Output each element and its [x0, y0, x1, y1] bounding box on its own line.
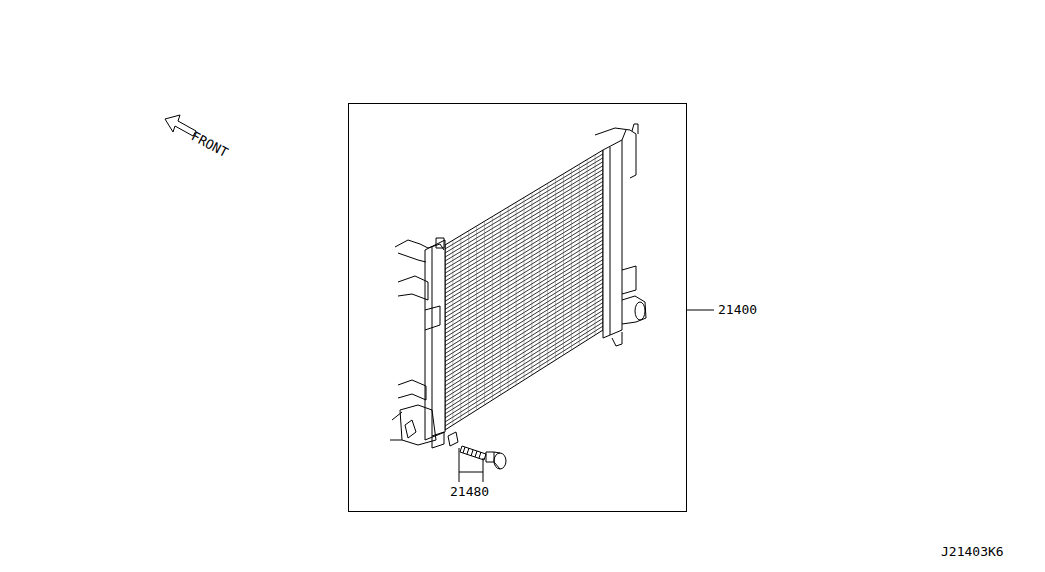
radiator-tube: [531, 193, 532, 375]
radiator-tube: [555, 179, 556, 361]
radiator-tube: [460, 236, 461, 421]
callout-number: 21400: [717, 302, 758, 317]
leader-line: [687, 310, 714, 311]
radiator-core: [390, 124, 646, 469]
radiator-tube: [452, 240, 453, 425]
radiator-tube: [468, 231, 469, 415]
radiator-tube: [547, 183, 548, 365]
radiator-tube: [571, 169, 572, 350]
radiator-tube: [587, 160, 588, 341]
radiator-tube: [516, 202, 517, 385]
radiator-tube: [508, 207, 509, 390]
radiator-tube: [539, 188, 540, 370]
diagram-code: J21403K6: [940, 544, 1005, 559]
frame-box: [349, 104, 687, 512]
direction-label: FRONT: [188, 128, 231, 161]
radiator-tube: [484, 221, 485, 405]
radiator-tube: [524, 198, 525, 381]
radiator-tube: [579, 164, 580, 345]
radiator-tube: [500, 212, 501, 395]
radiator-tube: [476, 226, 477, 410]
radiator-tube: [492, 217, 493, 401]
radiator-tube: [563, 174, 564, 355]
callout-number: 21480: [449, 484, 490, 499]
radiator-tube: [595, 155, 596, 335]
